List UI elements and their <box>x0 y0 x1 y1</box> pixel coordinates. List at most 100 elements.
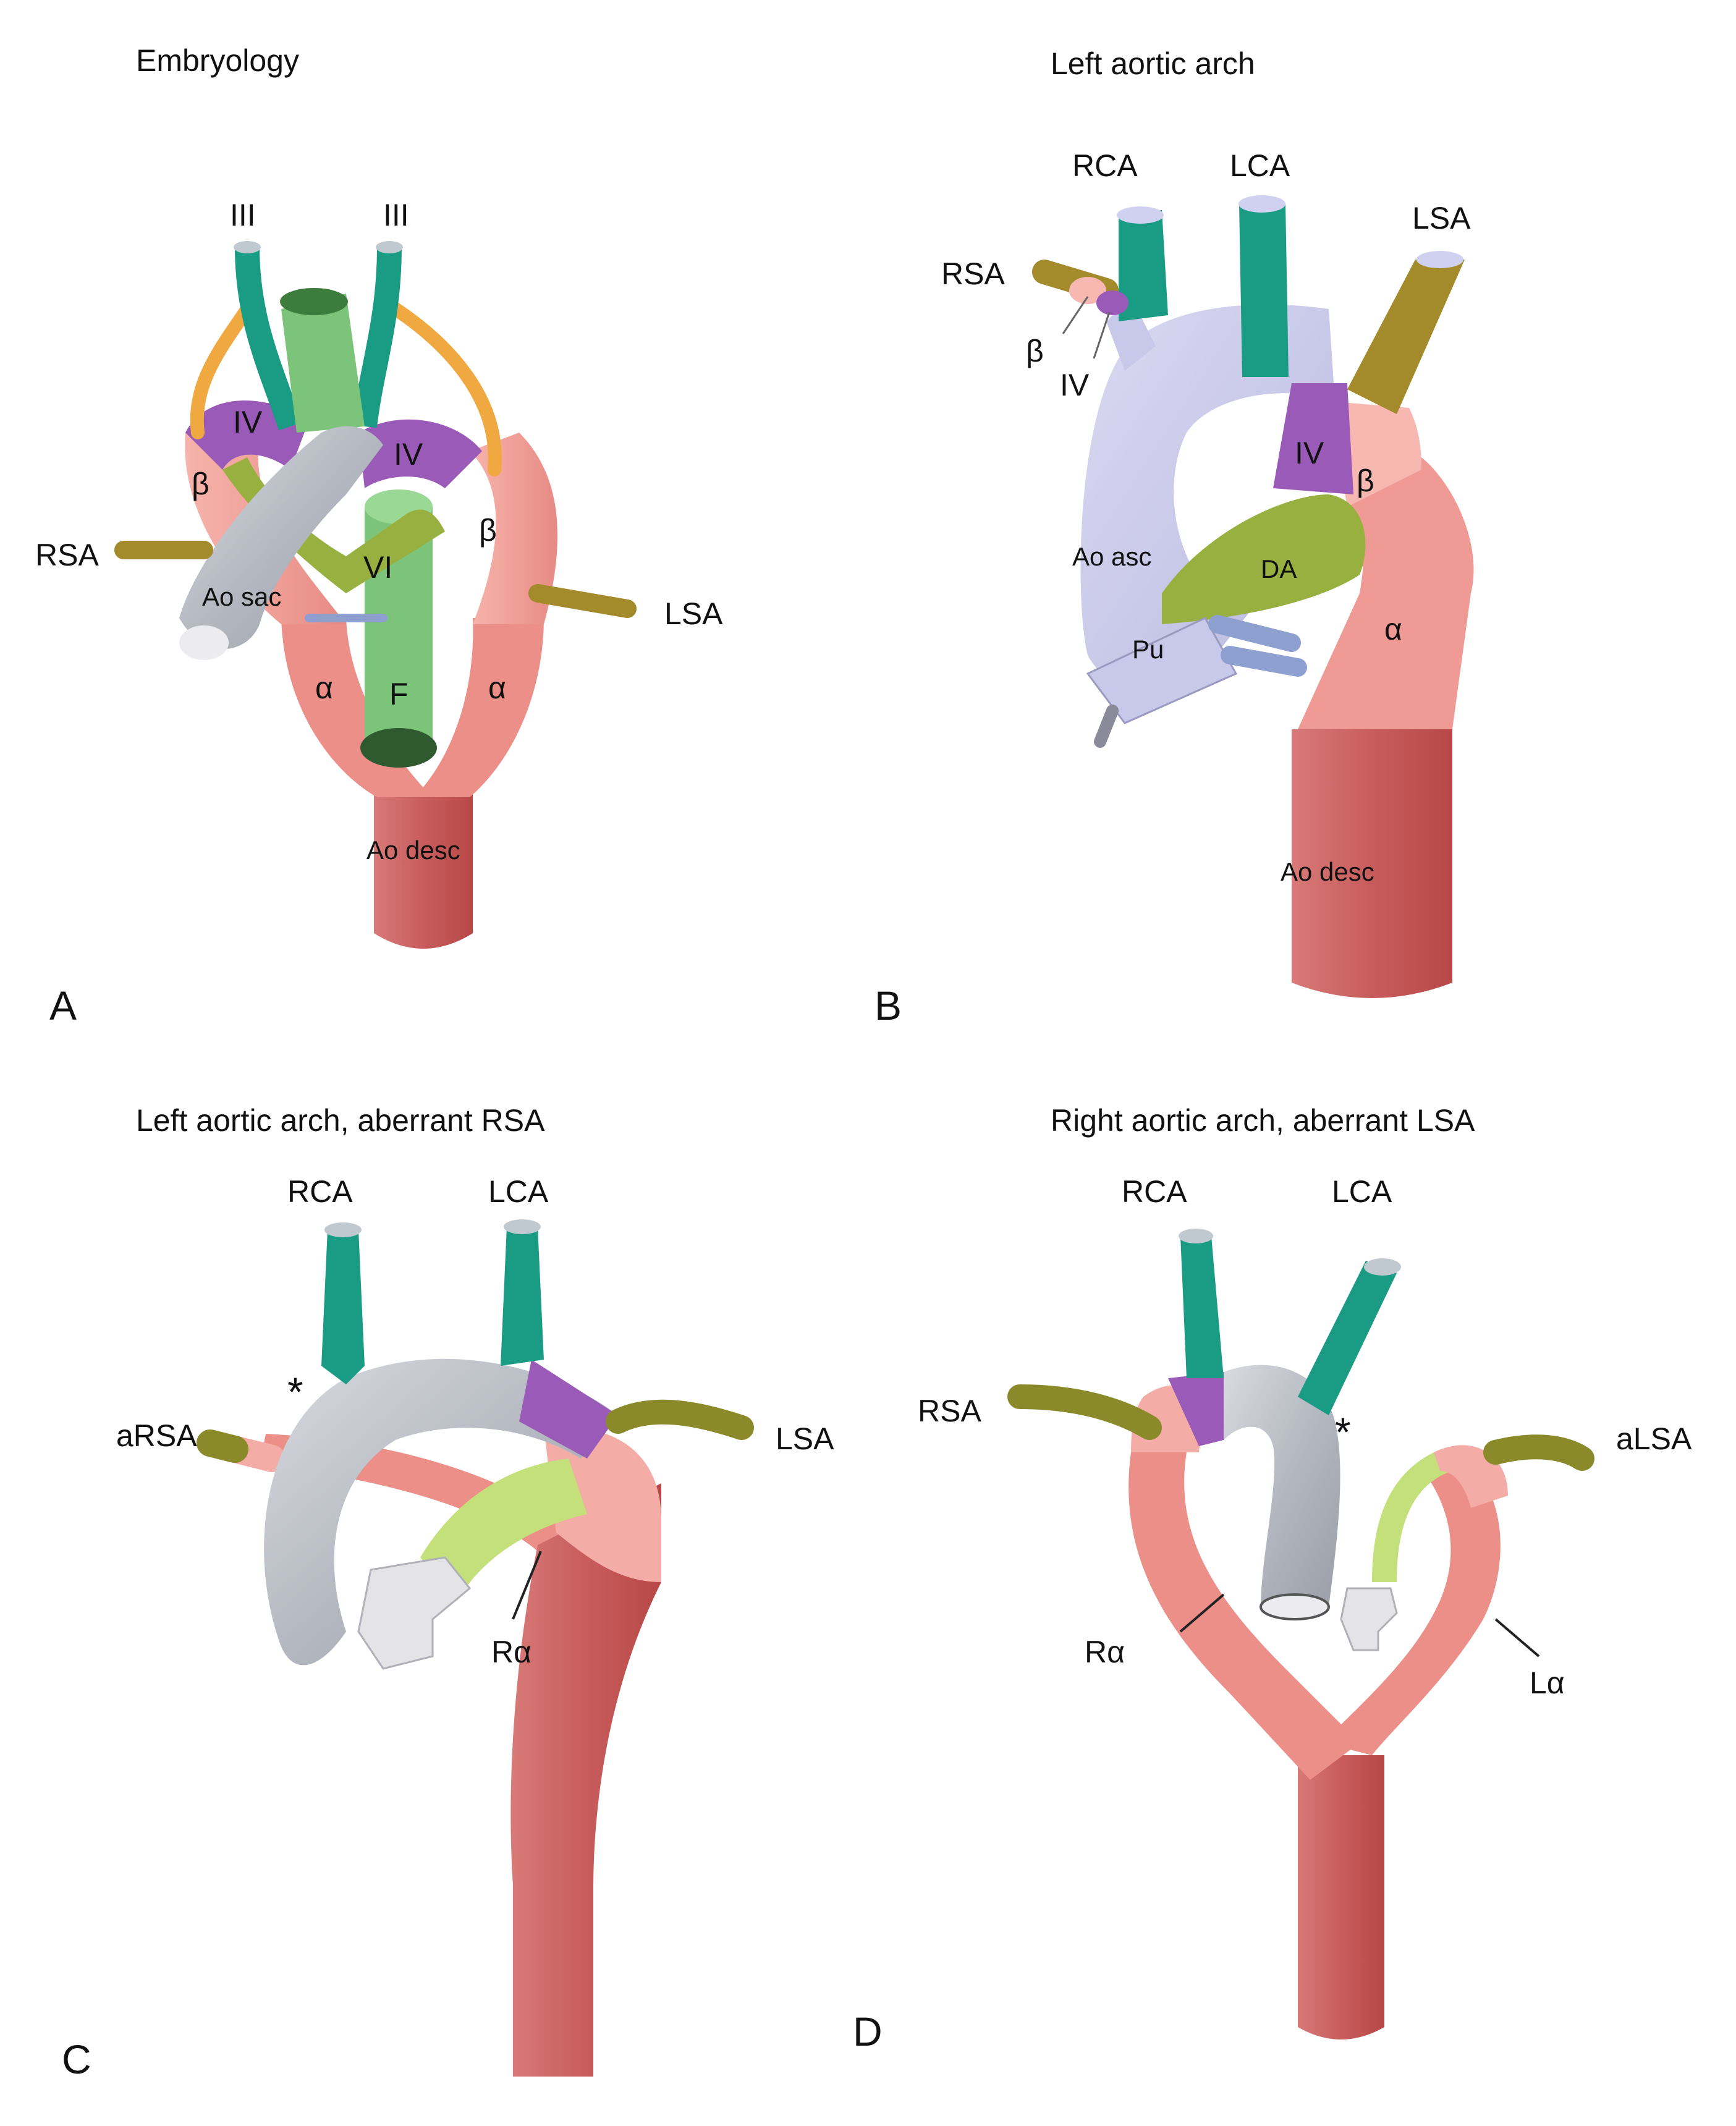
label-iv-right: IV <box>233 405 263 439</box>
label-beta-left: β <box>479 513 497 548</box>
pulmonary-stub-b <box>1094 705 1119 748</box>
label-rsa-d: RSA <box>918 1394 981 1428</box>
left-alpha-d <box>1323 1465 1501 1755</box>
label-ao-desc: Ao desc <box>366 836 460 865</box>
lsa-c <box>606 1399 754 1440</box>
lca-c <box>501 1227 544 1366</box>
right-third-arch-end <box>234 241 261 253</box>
lsa-b-end <box>1416 251 1463 268</box>
label-beta-b: β <box>1357 464 1374 498</box>
label-alpha-left: α <box>488 671 506 705</box>
pulmonary-c <box>357 1556 472 1670</box>
panel-d: Right aortic arch, aberrant LSA RCA LCA … <box>853 1103 1692 2054</box>
left-dorsal-aorta <box>414 618 544 797</box>
lsa-b <box>1347 260 1465 414</box>
panel-b-title: Left aortic arch <box>1051 46 1255 81</box>
label-alpha-right: α <box>315 671 333 705</box>
panel-d-title: Right aortic arch, aberrant LSA <box>1051 1103 1475 1138</box>
ductus-d <box>1372 1452 1452 1582</box>
label-ao-asc-b: Ao asc <box>1072 542 1151 571</box>
label-lca-b: LCA <box>1230 148 1290 183</box>
lca-c-end <box>504 1219 541 1234</box>
panel-c-title: Left aortic arch, aberrant RSA <box>136 1103 545 1138</box>
descending-aorta <box>374 791 473 949</box>
arsa-c-olive <box>197 1429 248 1463</box>
panel-a-letter: A <box>49 983 77 1028</box>
panel-c: Left aortic arch, aberrant RSA RCA LCA *… <box>62 1103 834 2082</box>
sixth-arch <box>222 457 445 593</box>
label-lalpha-d: Lα <box>1530 1666 1565 1700</box>
label-iii-left: III <box>383 198 409 232</box>
label-rsa: RSA <box>35 538 99 572</box>
rsa-b-iv <box>1096 290 1128 315</box>
panel-a: Embryology III <box>35 43 723 1028</box>
panel-b-letter: B <box>874 983 902 1028</box>
rsa-b-beta <box>1069 277 1106 304</box>
label-iv-left: IV <box>394 437 423 472</box>
rca-b-end <box>1117 206 1164 224</box>
right-orange-vessel <box>190 302 254 439</box>
fourth-arch-c <box>519 1360 618 1459</box>
pointer-iv-b <box>1093 311 1111 359</box>
aortic-arch-d-end <box>1260 1593 1330 1620</box>
ductus-arteriosus-b <box>1162 494 1366 624</box>
lsa-a <box>528 584 637 618</box>
pointer-ralpha-d <box>1179 1593 1225 1633</box>
label-lsa-b: LSA <box>1412 201 1471 235</box>
label-beta-right: β <box>192 467 210 501</box>
label-lca-d: LCA <box>1332 1174 1392 1209</box>
left-third-arch <box>352 247 402 428</box>
pointer-ralpha-c <box>512 1551 542 1620</box>
label-iv-small-b: IV <box>1060 368 1090 402</box>
label-ao-desc-b: Ao desc <box>1281 857 1374 886</box>
label-rca-c: RCA <box>287 1174 353 1209</box>
lca-b <box>1239 204 1289 377</box>
lca-d-end <box>1364 1258 1401 1276</box>
label-da-b: DA <box>1261 554 1297 583</box>
rca-d-end <box>1179 1229 1213 1243</box>
right-third-arch <box>235 247 302 431</box>
pulmonary-d <box>1340 1587 1398 1651</box>
label-rsa-b: RSA <box>941 256 1005 291</box>
label-vi: VI <box>363 550 392 585</box>
distal-arch-c <box>544 1426 661 1582</box>
label-arsa-c: aRSA <box>116 1418 197 1453</box>
label-star-d: * <box>1335 1409 1351 1455</box>
lca-b-end <box>1238 195 1285 213</box>
fourth-arch-b <box>1273 383 1353 494</box>
alsa-d <box>1483 1434 1594 1471</box>
pulmonary-branch-b2 <box>1221 646 1307 677</box>
label-lsa-c: LSA <box>776 1421 834 1456</box>
rca-d <box>1180 1236 1224 1378</box>
fourth-arch-d <box>1168 1372 1224 1446</box>
label-alpha-b: α <box>1384 612 1402 646</box>
pulmonary-branch-b1 <box>1208 615 1301 652</box>
foregut-opening <box>360 728 437 768</box>
descending-aorta-d <box>1298 1755 1384 2039</box>
rca-c-end <box>324 1222 362 1237</box>
aortic-sac-end <box>179 625 229 660</box>
label-lsa: LSA <box>664 596 723 631</box>
trachea <box>281 294 365 433</box>
label-beta-small-b: β <box>1026 334 1044 368</box>
label-pu-b: Pu <box>1132 635 1164 664</box>
descending-aorta-c <box>510 1483 661 2077</box>
panel-a-title: Embryology <box>136 43 299 78</box>
rsa-d <box>1007 1384 1162 1440</box>
pointer-beta-b <box>1062 296 1089 334</box>
trachea-opening <box>280 288 348 315</box>
label-ralpha-d: Rα <box>1085 1635 1125 1669</box>
pointer-lalpha-d <box>1494 1618 1540 1658</box>
rca-b <box>1119 210 1168 321</box>
label-ralpha-c: Rα <box>491 1635 531 1669</box>
label-lca-c: LCA <box>488 1174 549 1209</box>
label-alsa-d: aLSA <box>1616 1421 1692 1456</box>
aortic-arch-d <box>1224 1365 1340 1607</box>
alpha-segment-b <box>1298 457 1474 729</box>
left-fourth-arch <box>358 419 482 488</box>
ascending-aorta-b <box>1080 304 1335 696</box>
label-rca-d: RCA <box>1122 1174 1187 1209</box>
ductus-c <box>420 1459 587 1601</box>
label-ao-sac: Ao sac <box>202 582 281 611</box>
